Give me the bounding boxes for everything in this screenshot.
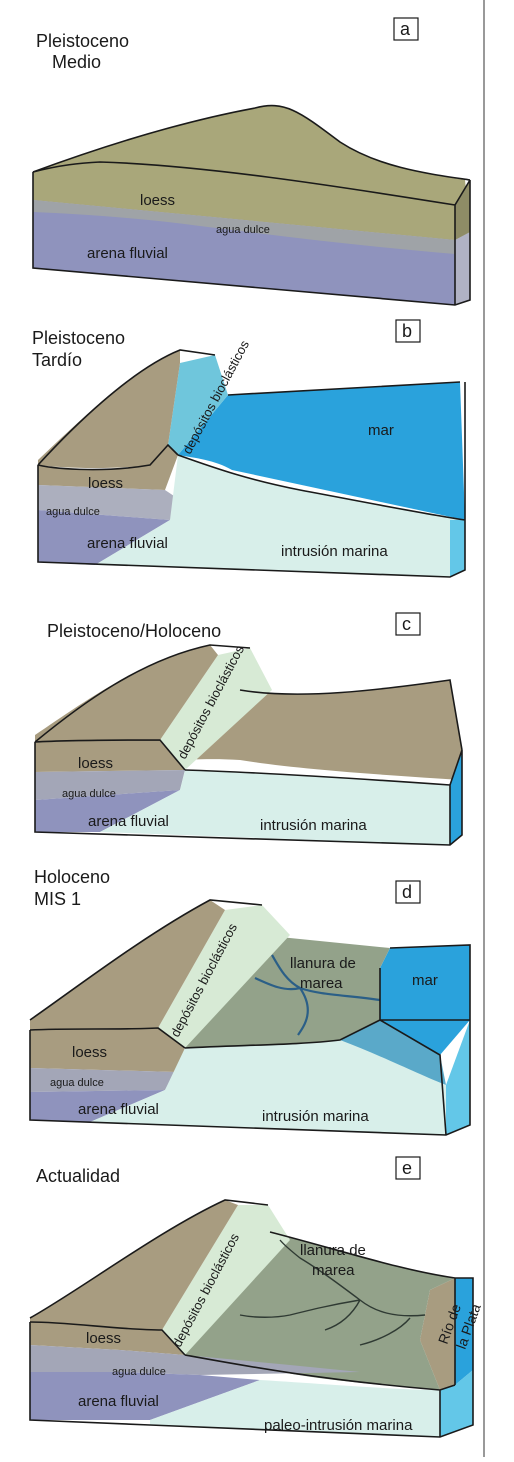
panel-d-letter: d <box>402 882 412 902</box>
panel-e-label-llanura-1: llanura de <box>300 1242 366 1259</box>
panel-b-label-mar: mar <box>368 422 394 439</box>
panel-c-label-agua: agua dulce <box>62 788 116 800</box>
panel-d-label-intrusion: intrusión marina <box>262 1108 369 1125</box>
panel-d: Holoceno MIS 1 d depósitos bioclásticos … <box>30 867 470 1135</box>
panel-b-title-line-1: Pleistoceno <box>32 328 125 348</box>
panel-b-label-intrusion: intrusión marina <box>281 543 388 560</box>
panel-c-label-intrusion: intrusión marina <box>260 817 367 834</box>
panel-e-letter: e <box>402 1158 412 1178</box>
panel-e-label-loess: loess <box>86 1330 121 1347</box>
panel-e-title: Actualidad <box>36 1166 120 1186</box>
panel-a-side-lower <box>455 232 470 305</box>
panel-d-label-mar: mar <box>412 972 438 989</box>
panel-b-sea-side <box>450 520 465 577</box>
panel-d-loess-front <box>30 1028 185 1072</box>
panel-c: Pleistoceno/Holoceno c depósitos bioclás… <box>35 613 462 845</box>
panel-e-label-intrusion: paleo-intrusión marina <box>264 1417 413 1434</box>
panel-e-label-agua: agua dulce <box>112 1366 166 1378</box>
panel-d-label-arena: arena fluvial <box>78 1101 159 1118</box>
panel-b: Pleistoceno Tardío b depósitos bioclásti… <box>32 320 465 577</box>
panel-e: Actualidad e depósitos bioclásticos llan… <box>30 1157 484 1437</box>
panel-c-letter: c <box>402 614 411 634</box>
panel-a-title-line-2: Medio <box>52 52 101 72</box>
panel-d-label-loess: loess <box>72 1044 107 1061</box>
panel-a-title-line-1: Pleistoceno <box>36 31 129 51</box>
panel-d-label-llanura-2: marea <box>300 975 343 992</box>
panel-e-label-arena: arena fluvial <box>78 1393 159 1410</box>
panel-d-title-line-2: MIS 1 <box>34 889 81 909</box>
panel-a-label-loess: loess <box>140 192 175 209</box>
panel-b-label-loess: loess <box>88 475 123 492</box>
panel-b-label-agua: agua dulce <box>46 506 100 518</box>
panel-d-label-llanura-1: llanura de <box>290 955 356 972</box>
panel-a: Pleistoceno Medio a loess agua dulce are… <box>33 18 470 305</box>
panel-b-label-arena: arena fluvial <box>87 535 168 552</box>
panel-d-label-agua: agua dulce <box>50 1077 104 1089</box>
panel-b-letter: b <box>402 321 412 341</box>
panel-e-label-llanura-2: marea <box>312 1262 355 1279</box>
panel-c-title: Pleistoceno/Holoceno <box>47 621 221 641</box>
panel-d-title-line-1: Holoceno <box>34 867 110 887</box>
panel-c-label-loess: loess <box>78 755 113 772</box>
panel-a-letter: a <box>400 19 411 39</box>
panel-b-title-line-2: Tardío <box>32 350 82 370</box>
panel-c-label-arena: arena fluvial <box>88 813 169 830</box>
panel-a-label-agua: agua dulce <box>216 224 270 236</box>
panel-a-label-arena: arena fluvial <box>87 245 168 262</box>
